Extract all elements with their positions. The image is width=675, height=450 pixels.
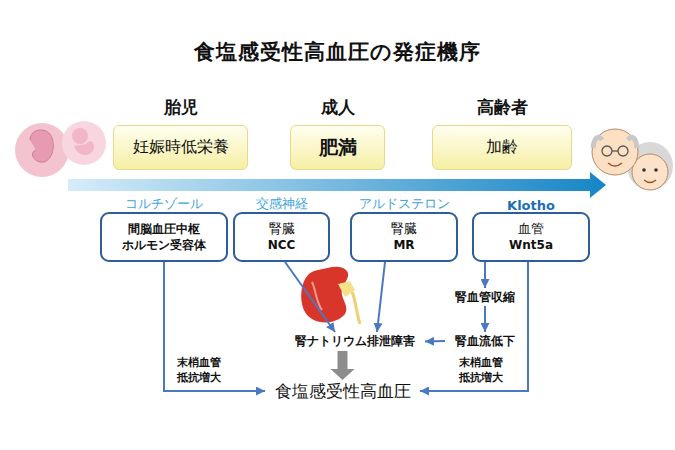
life-stage-box: 成人肥満 bbox=[290, 125, 385, 170]
organ-text: 血管 bbox=[518, 221, 544, 238]
edge-label: 末梢血管 抵抗増大 bbox=[170, 356, 228, 386]
flow-arrow bbox=[164, 262, 265, 391]
fetus-shape bbox=[30, 130, 53, 162]
face-shape bbox=[592, 129, 638, 175]
mediator-heading: コルチゾール bbox=[82, 195, 246, 213]
organ-text: 腎臓 bbox=[391, 221, 417, 238]
stage-heading: 成人 bbox=[271, 96, 404, 119]
baby-body bbox=[74, 141, 94, 155]
life-stage-box: 高齢者加齢 bbox=[432, 125, 572, 170]
edge-label: 末梢血管 抵抗増大 bbox=[452, 356, 510, 386]
molecule-text: NCC bbox=[268, 238, 296, 254]
baby-circle bbox=[62, 121, 106, 165]
kidney-shape bbox=[301, 267, 348, 323]
eye-dot bbox=[654, 168, 658, 172]
process-text: 腎血管収縮 bbox=[445, 288, 525, 306]
mediator-heading: Klotho bbox=[454, 198, 608, 213]
flow-arrow bbox=[484, 306, 486, 332]
process-text: 腎ナトリウム排泄障害 bbox=[285, 332, 425, 351]
outcome-label: 食塩感受性高血圧 bbox=[275, 380, 411, 403]
molecule-text: Wnt5a bbox=[509, 238, 553, 254]
mechanism-box: Klotho血管Wnt5a bbox=[472, 212, 590, 262]
stage-factor: 加齢 bbox=[486, 137, 518, 158]
flow-arrow bbox=[425, 340, 445, 343]
outcome-text: 食塩感受性高血圧 bbox=[265, 380, 420, 402]
stage-factor: 肥満 bbox=[319, 135, 357, 161]
stage-factor: 妊娠時低栄養 bbox=[133, 137, 229, 158]
glasses-lens bbox=[602, 146, 612, 156]
eye-dot bbox=[642, 168, 646, 172]
timeline-arrow bbox=[68, 172, 606, 198]
fetus-illustration bbox=[15, 121, 106, 177]
glasses-lens bbox=[618, 146, 628, 156]
face-shape bbox=[632, 154, 668, 190]
ureter-line bbox=[352, 292, 360, 324]
womb-circle bbox=[15, 123, 69, 177]
process-label: 腎血管収縮 bbox=[455, 289, 515, 306]
molecule-text: MR bbox=[393, 238, 414, 254]
diagram-title: 食塩感受性高血圧の発症機序 bbox=[0, 38, 675, 66]
block-arrow bbox=[331, 351, 355, 380]
stage-heading: 高齢者 bbox=[413, 96, 591, 119]
mechanism-box: コルチゾール間脳血圧中枢 ホルモン受容体 bbox=[100, 212, 228, 262]
hair-shape bbox=[593, 137, 637, 148]
mediator-heading: アルドステロン bbox=[332, 195, 476, 213]
baby-head bbox=[72, 128, 88, 144]
process-label: 腎ナトリウム排泄障害 bbox=[295, 333, 415, 350]
target-text: 間脳血圧中枢 ホルモン受容体 bbox=[102, 221, 226, 253]
elderly-illustration bbox=[592, 129, 673, 190]
kidney-highlight bbox=[312, 282, 322, 310]
stage-heading: 胎児 bbox=[94, 96, 267, 119]
flow-arrow bbox=[484, 262, 486, 288]
mechanism-box: 交感神経腎臓NCC bbox=[233, 212, 330, 262]
process-label: 腎血流低下 bbox=[455, 333, 515, 350]
kidney-illustration bbox=[301, 267, 360, 324]
smile-line bbox=[644, 180, 656, 183]
flow-arrow bbox=[285, 262, 335, 332]
mechanism-box: アルドステロン腎臓MR bbox=[350, 212, 458, 262]
flow-arrow bbox=[420, 262, 528, 391]
mediator-heading: 交感神経 bbox=[215, 195, 348, 213]
flow-arrow bbox=[377, 262, 385, 332]
glasses-bridge bbox=[612, 150, 618, 151]
process-text: 腎血流低下 bbox=[445, 332, 525, 350]
organ-text: 腎臓 bbox=[269, 221, 295, 238]
smile-line bbox=[608, 163, 622, 166]
life-stage-box: 胎児妊娠時低栄養 bbox=[113, 125, 248, 170]
